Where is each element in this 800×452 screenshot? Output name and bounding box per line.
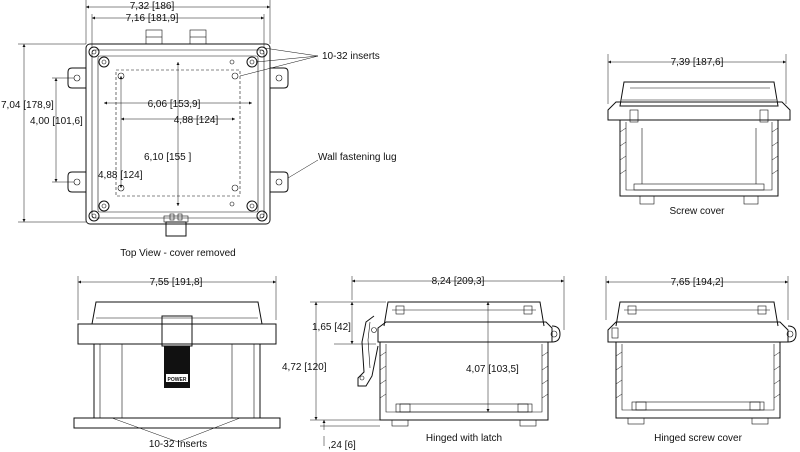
dim-foot: ,24 [6] <box>328 440 356 451</box>
front-view-latch: POWER <box>161 315 193 388</box>
hinged-latch-hinge <box>551 325 561 343</box>
caption-hinged-screw: Hinged screw cover <box>654 433 742 444</box>
callout-inserts: 10-32 inserts <box>322 51 380 62</box>
top-view-corner-bosses <box>88 46 268 222</box>
callout-front-inserts: 10-32 Inserts <box>149 439 207 450</box>
dim-inner-width: 7,16 [181,9] <box>126 13 179 24</box>
hinged-screw-hinge <box>787 325 797 343</box>
dim-cover-height: 1,65 [42] <box>312 322 351 333</box>
caption-top-view: Top View - cover removed <box>120 248 235 259</box>
caption-screw-cover: Screw cover <box>669 206 725 217</box>
caption-hinged-latch: Hinged with latch <box>426 433 502 444</box>
top-view-latch-tab <box>163 213 189 237</box>
hinged-screw-section: 7,65 [194,2] Hinged screw cover <box>605 276 797 444</box>
screw-cover-section: 7,39 [187,6] Screw cover <box>607 54 791 217</box>
dim-hinged-latch-width: 8,24 [209,3] <box>432 276 485 287</box>
dim-overall-width: 7,32 [186] <box>130 1 175 12</box>
front-view-flange <box>73 417 281 429</box>
dim-front-width: 7,55 [191,8] <box>150 277 203 288</box>
dim-screw-cover-width: 7,39 [187,6] <box>671 57 724 68</box>
screw-cover-body <box>619 120 779 197</box>
top-view-outer-wall <box>85 43 271 225</box>
hinged-latch-body <box>379 342 549 421</box>
dim-insert-spacing-v2: 4,88 [124] <box>98 170 143 181</box>
screw-cover-lid <box>619 81 779 107</box>
dim-inner-depth: 4,07 [103,5] <box>466 364 519 375</box>
hinged-screw-body <box>615 342 781 419</box>
dim-total-height: 4,72 [120] <box>282 362 327 373</box>
front-view-lid <box>91 301 263 325</box>
hinged-latch-section: 8,24 [209,3] 1,65 [42] 4,72 [120] 4,07 [… <box>282 276 565 451</box>
callout-wall-lug: Wall fastening lug <box>318 152 397 163</box>
dim-insert-spacing-v1: 6,10 [155 ] <box>144 152 191 163</box>
top-view-inner-wall <box>97 55 259 213</box>
dim-mount-vertical: 4,00 [101,6] <box>30 116 83 127</box>
front-view: 7,55 [191,8] POWER 10-32 Inserts <box>73 276 281 450</box>
top-view: 7,32 [186] 7,16 [181,9] 7,04 [178,9] 4,0… <box>1 0 397 259</box>
latch-brand-label: POWER <box>168 377 187 383</box>
dim-insert-spacing-h1: 6,06 [153,9] <box>148 99 201 110</box>
dim-overall-height: 7,04 [178,9] <box>1 100 54 111</box>
hinged-screw-lid <box>615 301 779 327</box>
dim-hinged-screw-width: 7,65 [194,2] <box>671 277 724 288</box>
dim-insert-spacing-h2: 4,88 [124] <box>174 115 219 126</box>
top-view-hinge-tabs <box>145 29 207 45</box>
top-view-inserts <box>117 59 239 207</box>
hinged-latch-latch <box>357 315 379 387</box>
top-view-dimensions <box>18 0 319 223</box>
front-view-rim <box>77 323 277 345</box>
hinged-latch-lid <box>383 301 545 327</box>
